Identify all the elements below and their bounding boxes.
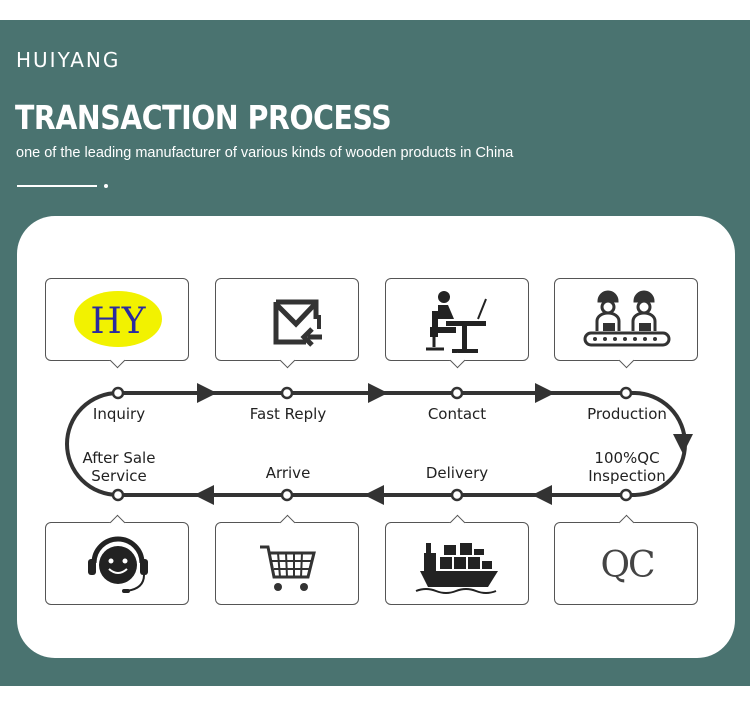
node-delivery bbox=[450, 488, 464, 502]
hy-logo-icon: HY bbox=[74, 291, 162, 347]
title-underline-dot bbox=[104, 184, 108, 188]
step-label-after-sale: After Sale Service bbox=[49, 449, 189, 485]
step-label-inspection: 100%QC Inspection bbox=[557, 449, 697, 485]
card-after-sale bbox=[45, 514, 189, 605]
node-contact bbox=[450, 386, 464, 400]
shopping-cart-icon bbox=[260, 545, 316, 591]
node-fast-reply bbox=[280, 386, 294, 400]
flow-arrows bbox=[194, 383, 693, 505]
cargo-ship-icon bbox=[415, 543, 498, 594]
qc-icon: QC bbox=[600, 545, 656, 586]
node-production bbox=[619, 386, 633, 400]
node-inspection bbox=[619, 488, 633, 502]
arrow-inquiry-to-reply bbox=[197, 383, 217, 403]
card-delivery bbox=[385, 514, 529, 605]
card-contact bbox=[385, 278, 529, 369]
title-underline bbox=[17, 185, 97, 187]
step-label-arrive: Arrive bbox=[265, 464, 311, 482]
node-inquiry bbox=[111, 386, 125, 400]
mail-reply-icon bbox=[273, 299, 322, 347]
step-label-after-sale-line2: Service bbox=[91, 467, 147, 485]
card-inspection: QC bbox=[554, 514, 698, 605]
arrow-arrive-to-aftersale bbox=[194, 485, 214, 505]
customer-service-icon bbox=[88, 536, 148, 593]
node-arrive bbox=[280, 488, 294, 502]
arrow-inspection-to-delivery bbox=[532, 485, 552, 505]
step-label-after-sale-line1: After Sale bbox=[82, 449, 156, 467]
step-label-inspection-line1: 100%QC bbox=[594, 449, 660, 467]
qc-text: QC bbox=[600, 545, 654, 586]
arrow-reply-to-contact bbox=[368, 383, 388, 403]
factory-workers-icon bbox=[583, 290, 671, 347]
arrow-delivery-to-arrive bbox=[364, 485, 384, 505]
step-label-production: Production bbox=[587, 405, 667, 423]
node-after-sale bbox=[111, 488, 125, 502]
page-title: TRANSACTION PROCESS bbox=[15, 98, 392, 137]
office-worker-icon bbox=[426, 291, 487, 353]
step-label-contact: Contact bbox=[427, 405, 487, 423]
step-label-inquiry: Inquiry bbox=[92, 405, 146, 423]
flow-nodes bbox=[111, 386, 633, 502]
step-label-inspection-line2: Inspection bbox=[588, 467, 666, 485]
flow-path bbox=[65, 391, 687, 497]
card-inquiry: HY bbox=[45, 278, 189, 369]
card-production bbox=[554, 278, 698, 369]
hy-logo-text: HY bbox=[90, 301, 146, 342]
page-subtitle: one of the leading manufacturer of vario… bbox=[16, 145, 514, 161]
arrow-contact-to-production bbox=[535, 383, 555, 403]
card-fast-reply bbox=[215, 278, 359, 369]
brand-name: HUIYANG bbox=[16, 48, 121, 72]
card-arrive bbox=[215, 514, 359, 605]
step-label-fast-reply: Fast Reply bbox=[249, 405, 327, 423]
arrow-production-to-inspection bbox=[673, 434, 693, 454]
step-label-delivery: Delivery bbox=[425, 464, 489, 482]
